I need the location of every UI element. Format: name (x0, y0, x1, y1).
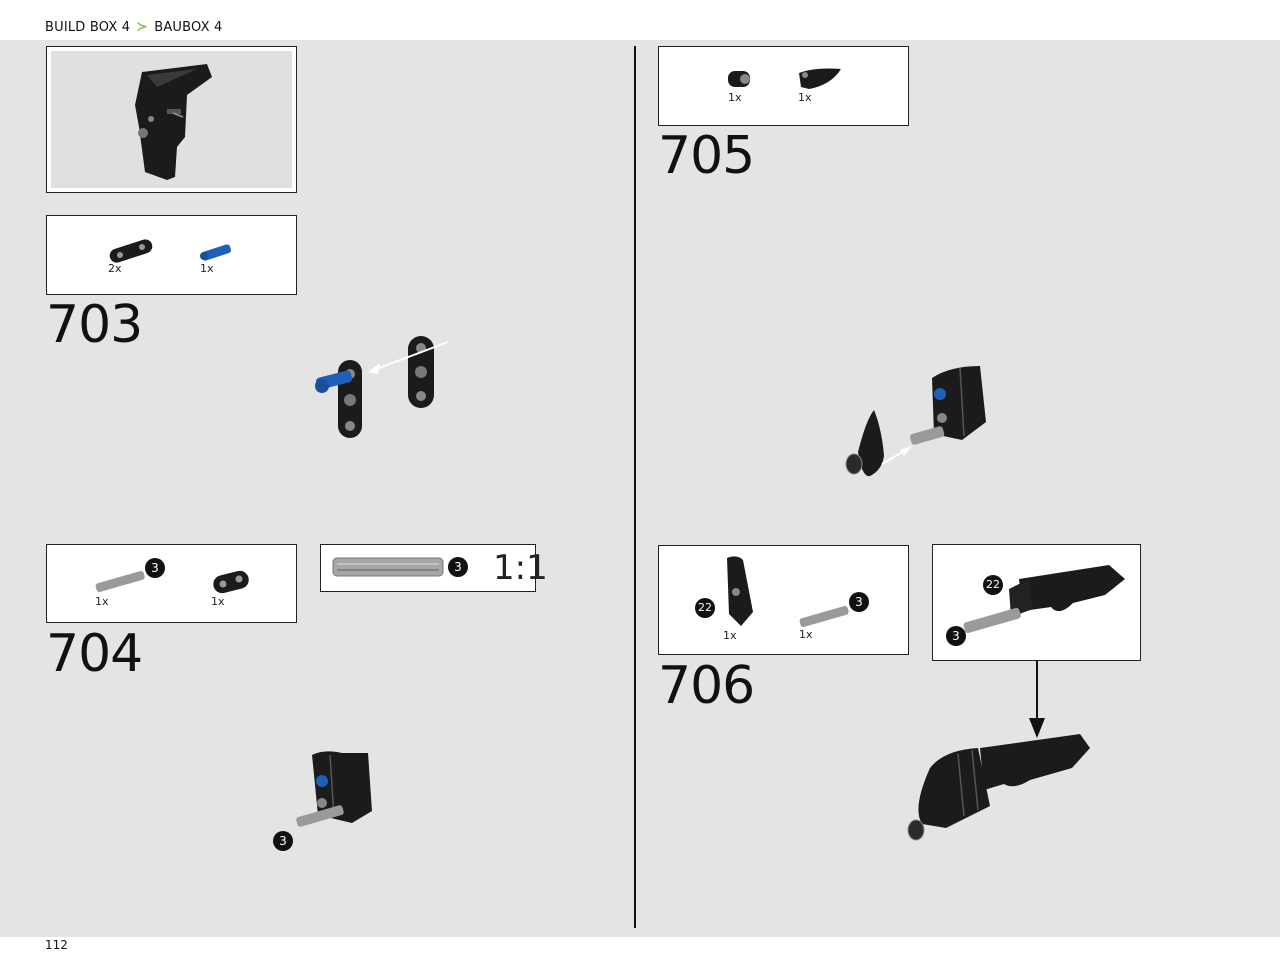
quantity-badge: 3 (946, 626, 966, 646)
down-arrow-icon (1029, 660, 1045, 738)
callout-quantity-badge: 3 (273, 831, 293, 851)
page-divider (634, 46, 636, 928)
page-number: 112 (45, 938, 68, 952)
breadcrumb-separator-icon: ≻ (136, 19, 149, 35)
quantity-badge: 22 (983, 575, 1003, 595)
bush-icon (728, 71, 750, 87)
panel-icon (727, 556, 753, 626)
step-number-706: 706 (658, 656, 755, 716)
step-704-parts-list: 3 1x 1x (46, 544, 297, 623)
step-706-assembly-illustration (907, 734, 1090, 841)
quantity-badge: 3 (448, 557, 468, 577)
breadcrumb-build-box: BUILD BOX 4 (45, 19, 131, 35)
axle-icon (799, 605, 849, 627)
part-qty: 1x (728, 91, 742, 104)
part-qty: 2x (108, 262, 122, 275)
step-705-assembly-illustration (845, 366, 986, 477)
step-number-703: 703 (46, 295, 143, 355)
part-qty: 1x (211, 595, 225, 608)
part-qty: 1x (723, 629, 737, 642)
step-703-parts-list: 2x 1x (46, 215, 297, 295)
scale-label: 1:1 (493, 548, 548, 588)
step-706-parts-list: 22 1x 3 1x (658, 545, 909, 655)
footer-bar (0, 937, 1280, 974)
beam-link-icon (109, 239, 153, 263)
beam-link-icon (213, 570, 249, 594)
submodel-preview-box (46, 46, 297, 193)
part-qty: 1x (200, 262, 214, 275)
step-number-704: 704 (46, 624, 143, 684)
quantity-badge: 3 (145, 558, 165, 578)
step-705-parts-list: 1x 1x (658, 46, 909, 126)
header-bar: BUILD BOX 4 ≻ BAUBOX 4 (0, 0, 1280, 40)
quantity-badge: 3 (849, 592, 869, 612)
part-qty: 1x (799, 628, 813, 641)
submodel-preview-illustration (135, 64, 212, 180)
quantity-badge: 22 (695, 598, 715, 618)
breadcrumb-baubox: BAUBOX 4 (154, 19, 223, 35)
axle-scale-icon (332, 557, 444, 577)
step-703-assembly-illustration (315, 336, 449, 438)
breadcrumb: BUILD BOX 4 ≻ BAUBOX 4 (45, 19, 223, 35)
subassembly-illustration (963, 565, 1125, 634)
blue-axle-pin-icon (200, 244, 232, 261)
curved-panel-icon (799, 68, 841, 89)
part-qty: 1x (95, 595, 109, 608)
scale-ruler-box: 3 1:1 (320, 544, 548, 592)
step-704-assembly-illustration (296, 751, 372, 827)
step-706-subassembly-box: 22 3 (932, 544, 1141, 661)
part-qty: 1x (798, 91, 812, 104)
axle-icon (95, 570, 145, 592)
step-number-705: 705 (658, 126, 755, 186)
